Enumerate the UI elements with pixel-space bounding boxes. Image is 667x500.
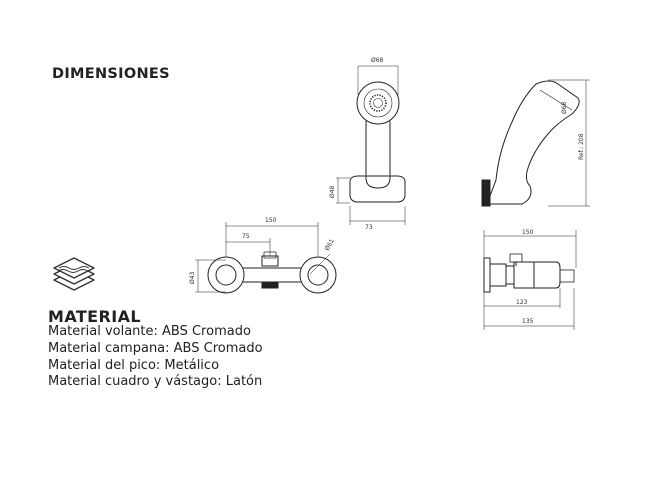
dim-side-width: 150 — [522, 229, 534, 236]
dim-shower-head-width: Ø68 — [371, 57, 384, 64]
dim-holder-diameter: Ø48 — [329, 185, 336, 198]
dim-shower-head-side: Ø68 — [561, 101, 568, 114]
material-layers-icon — [53, 257, 95, 291]
material-item-cuadro: Material cuadro y vástago: Latón — [48, 374, 263, 390]
material-item-pico: Material del pico: Metálico — [48, 357, 220, 373]
dim-handle-length: Ref.: 208 — [578, 133, 585, 160]
mixer-front-view — [195, 222, 337, 294]
dim-holder-depth: 73 — [365, 224, 373, 231]
dim-mixer-half-width: 75 — [242, 233, 250, 240]
dimensions-heading: DIMENSIONES — [52, 66, 170, 82]
dim-mixer-total-width: 150 — [265, 217, 277, 224]
material-list: Material volante: ABS Cromado Material c… — [48, 324, 263, 391]
shower-front-view — [336, 65, 406, 225]
dim-side-depth-b: 135 — [522, 318, 534, 325]
material-item-campana: Material campana: ABS Cromado — [48, 340, 263, 356]
dim-mixer-height: Ø43 — [189, 271, 196, 284]
mixer-side-view — [483, 230, 577, 330]
material-item-volante: Material volante: ABS Cromado — [48, 324, 251, 339]
dim-flange-diameter: Ø61 — [324, 238, 336, 252]
material-heading: MATERIAL — [48, 307, 141, 326]
dim-side-depth-a: 123 — [516, 299, 528, 306]
shower-side-view — [481, 79, 590, 207]
